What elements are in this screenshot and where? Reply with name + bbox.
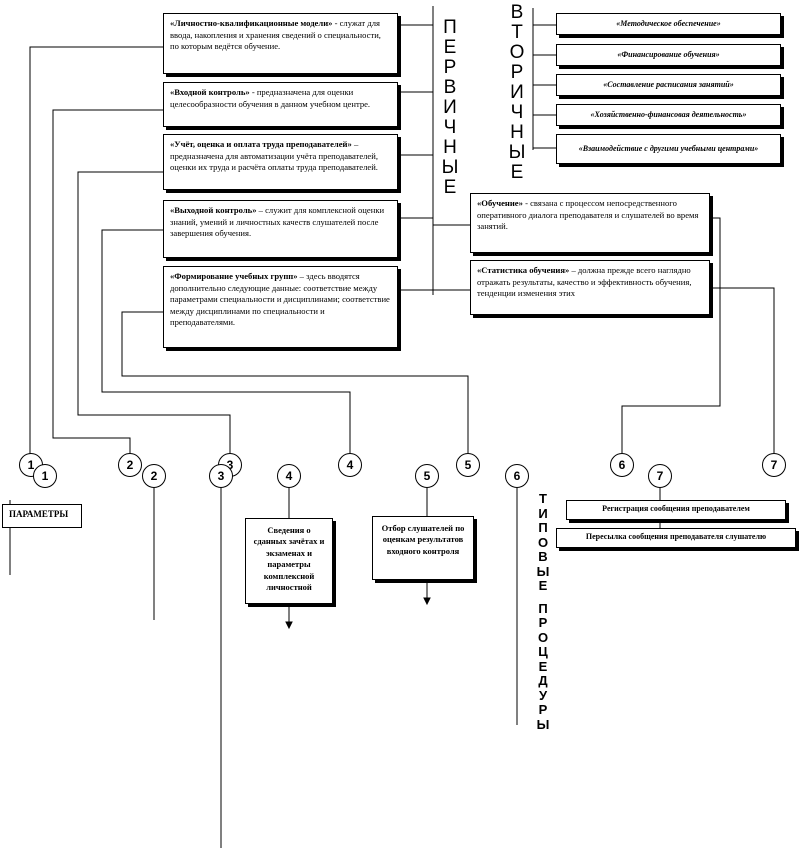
box-exit-control: «Выходной контроль» – служит для комплек… <box>163 200 398 258</box>
box-proc-4: Сведения о сданных зачётах и экзаменах и… <box>245 518 333 604</box>
circle-top-5: 5 <box>456 453 480 477</box>
box-training: «Обучение» - связана с процессом непосре… <box>470 193 710 253</box>
box-training-funding: «Финансирование обучения» <box>556 44 781 66</box>
circle-bottom-2: 2 <box>142 464 166 488</box>
circle-bottom-1: 1 <box>33 464 57 488</box>
circle-bottom-6: 6 <box>505 464 529 488</box>
circle-top-4: 4 <box>338 453 362 477</box>
box-register-message: Регистрация сообщения преподавателем <box>566 500 786 520</box>
circle-top-2: 2 <box>118 453 142 477</box>
box-cooperation: «Взаимодействие с другими учебными центр… <box>556 134 781 164</box>
circle-top-7: 7 <box>762 453 786 477</box>
box-schedule: «Составление расписания занятий» <box>556 74 781 96</box>
circle-bottom-3: 3 <box>209 464 233 488</box>
box-forward-message: Пересылка сообщения преподавателя слушат… <box>556 528 796 548</box>
box-training-statistics: «Статистика обучения» – должна прежде вс… <box>470 260 710 315</box>
circle-top-6: 6 <box>610 453 634 477</box>
box-personal-qualification-models: «Личностно-квалификационные модели» - сл… <box>163 13 398 74</box>
circle-bottom-4: 4 <box>277 464 301 488</box>
circle-bottom-7: 7 <box>648 464 672 488</box>
box-methodical-support: «Методическое обеспечение» <box>556 13 781 35</box>
params-box: ПАРАМЕТРЫ <box>2 504 82 528</box>
box-group-formation: «Формирование учебных групп» – здесь вво… <box>163 266 398 348</box>
box-proc-5: Отбор слушателей по оценкам результатов … <box>372 516 474 580</box>
box-economic-activity: «Хозяйственно-финансовая деятельность» <box>556 104 781 126</box>
box-teacher-accounting: «Учёт, оценка и оплата труда преподавате… <box>163 134 398 190</box>
circle-bottom-5: 5 <box>415 464 439 488</box>
box-entry-control: «Входной контроль» - предназначена для о… <box>163 82 398 127</box>
